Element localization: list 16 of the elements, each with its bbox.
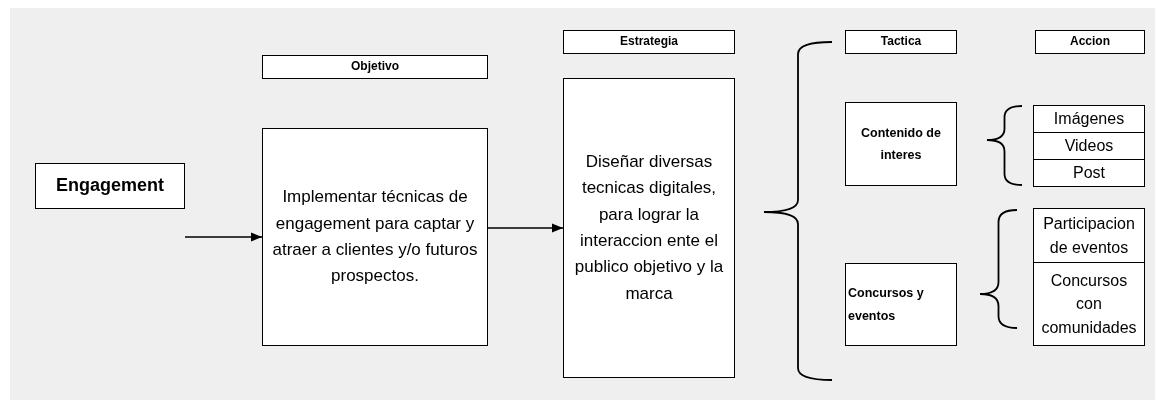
header-box: Estrategia	[563, 30, 735, 54]
action-cell: Videos	[1033, 132, 1145, 160]
arrow	[184, 232, 263, 242]
header-box: Accion	[1035, 30, 1145, 54]
action-cell: Concursos con comunidades	[1033, 262, 1145, 346]
process-box: Diseñar diversas tecnicas digitales, para lograr la interaccion ente el publico objetivo y la marca	[563, 78, 735, 378]
title-box: Engagement	[35, 163, 185, 209]
process-box: Implementar técnicas de engagement para captar y atraer a clientes y/o futuros prospectos.	[262, 128, 488, 346]
arrow	[487, 223, 564, 233]
action-cell: Imágenes	[1033, 105, 1145, 133]
tactic-box: Concursos y eventos	[845, 263, 957, 346]
tactic-box: Contenido de interes	[845, 102, 957, 186]
action-cell: Participacion de eventos	[1033, 208, 1145, 263]
header-box: Objetivo	[262, 55, 488, 79]
header-box: Tactica	[845, 30, 957, 54]
action-cell: Post	[1033, 159, 1145, 187]
